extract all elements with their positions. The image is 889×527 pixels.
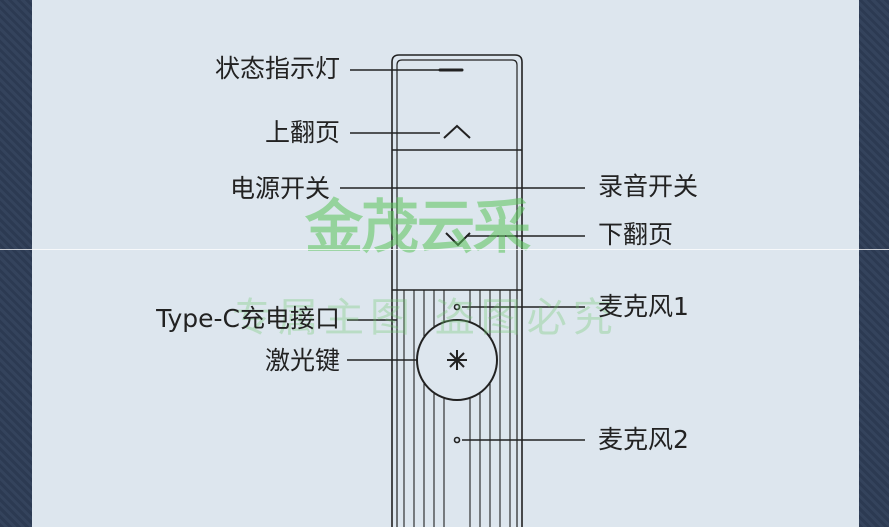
- chevron-up-icon: [443, 124, 471, 139]
- label-mic2: 麦克风2: [598, 425, 689, 454]
- label-page-up: 上翻页: [264, 118, 340, 147]
- chevron-down-icon: [445, 232, 471, 247]
- image-seam: [0, 249, 889, 250]
- label-status-light: 状态指示灯: [214, 54, 340, 83]
- label-mic1: 麦克风1: [598, 292, 689, 321]
- mic1-hole: [453, 303, 461, 311]
- device-inner-outline: [396, 59, 518, 527]
- label-type-c: Type-C充电接口: [156, 304, 340, 333]
- device-outline: [391, 54, 523, 527]
- label-power-switch: 电源开关: [229, 174, 330, 203]
- label-laser: 激光键: [264, 346, 340, 375]
- label-page-down: 下翻页: [598, 220, 674, 249]
- leader-lines: [340, 69, 585, 441]
- label-record-switch: 录音开关: [598, 172, 699, 201]
- diagram-panel: [32, 0, 859, 527]
- mic2-hole: [453, 436, 461, 444]
- left-frame: [0, 0, 32, 527]
- right-frame: [859, 0, 889, 527]
- laser-star-icon: [447, 350, 467, 370]
